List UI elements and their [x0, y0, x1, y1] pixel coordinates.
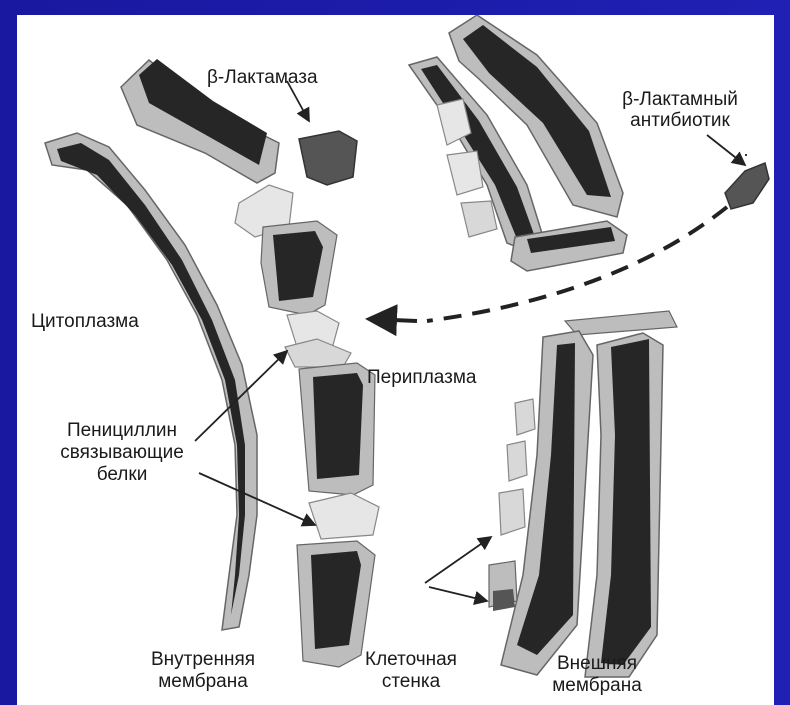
label-inner-membrane-1: Внутренняя [123, 649, 283, 670]
label-cell-wall-1: Клеточная [341, 649, 481, 670]
diagram-panel: β-Лактамаза β-Лактамный антибиотик Цитоп… [17, 15, 774, 705]
label-cytoplasm: Цитоплазма [31, 311, 139, 332]
label-cell-wall-2: стенка [341, 671, 481, 692]
label-beta-lactam-antibiotic-2: антибиотик [595, 110, 765, 131]
inner-membrane-left [45, 133, 257, 630]
outer-membrane-top [409, 15, 627, 271]
label-pbp-2: связывающие [37, 442, 207, 463]
label-beta-lactamase: β-Лактамаза [207, 67, 318, 88]
label-outer-membrane-2: мембрана [527, 675, 667, 696]
label-pbp-3: белки [37, 464, 207, 485]
outer-membrane-bottom [489, 311, 677, 677]
label-pbp-1: Пенициллин [37, 420, 207, 441]
beta-lactamase-enzyme [299, 131, 357, 185]
beta-lactam-antibiotic [725, 163, 769, 209]
label-beta-lactam-antibiotic-1: β-Лактамный [595, 89, 765, 110]
cell-wall-middle [235, 185, 379, 667]
label-outer-membrane-1: Внешняя [527, 653, 667, 674]
label-inner-membrane-2: мембрана [123, 671, 283, 692]
label-periplasm: Периплазма [367, 367, 476, 388]
